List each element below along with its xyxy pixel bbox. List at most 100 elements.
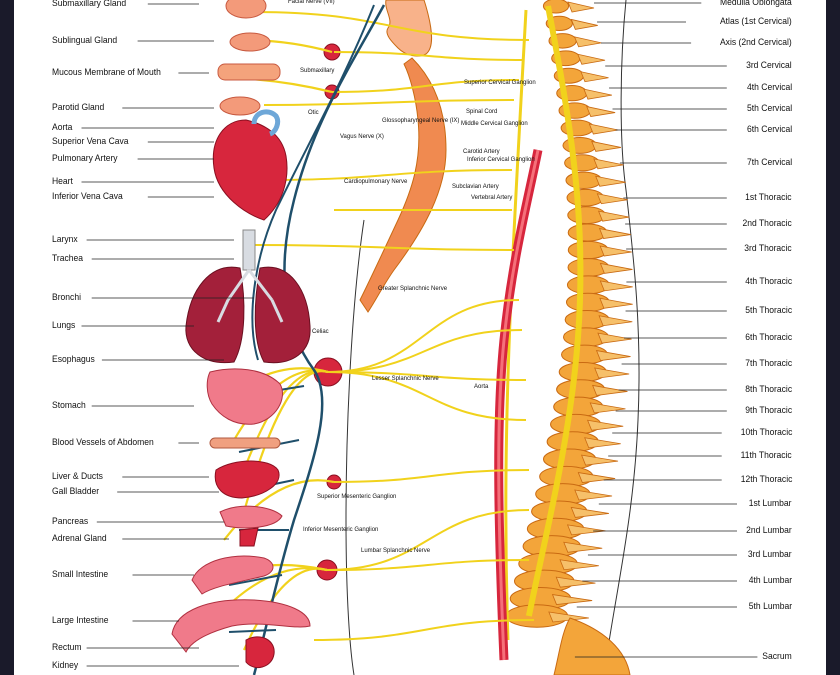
small-intestine-illustration: [191, 555, 274, 595]
small-label-otic: Otic: [308, 110, 319, 116]
small-label-cardiopulmonary-nerve: Cardiopulmonary Nerve: [344, 179, 408, 185]
vertebra-body: [565, 171, 603, 189]
vertebra-spinous-process: [597, 210, 630, 222]
large-intestine-illustration: [171, 599, 311, 653]
small-label-superior-mesenteric-ganglion: Superior Mesenteric Ganglion: [317, 494, 397, 500]
label-t3: 3rd Thoracic: [744, 243, 792, 254]
bronchi-illustration: [216, 269, 284, 323]
label-l1: 1st Lumbar: [749, 498, 792, 509]
label-submaxillary-gland: Submaxillary Gland: [52, 0, 127, 9]
front-outline: [345, 219, 365, 675]
label-larynx: Larynx: [52, 234, 78, 245]
vertebra-spinous-process: [592, 384, 628, 396]
nerve-fiber: [327, 371, 527, 421]
vertebra-spinous-process: [574, 489, 613, 501]
vertebra-spinous-process: [599, 262, 633, 274]
nerve-fiber: [326, 509, 530, 571]
vertebra-spinous-process: [584, 437, 621, 449]
vertebra-spinous-process: [595, 175, 626, 187]
label-t11: 11th Thoracic: [740, 450, 792, 461]
label-t7: 7th Thoracic: [745, 358, 792, 369]
aorta-highlight: [497, 149, 540, 661]
label-large-intestine: Large Intestine: [52, 615, 109, 626]
label-t6: 6th Thoracic: [745, 332, 792, 343]
vertebra-spinous-process: [596, 193, 628, 205]
vertebra-spinous-process: [570, 18, 598, 30]
label-sacrum: Sacrum: [762, 651, 792, 662]
trachea-illustration: [242, 229, 256, 271]
vertebra-spinous-process: [583, 88, 612, 100]
label-t4: 4th Thoracic: [745, 276, 792, 287]
esophagus-pharynx-illustration: [359, 57, 447, 313]
liver-illustration: [214, 460, 280, 499]
label-kidney: Kidney: [52, 660, 79, 671]
vagus-nerve-path: [252, 4, 386, 675]
label-aorta: Aorta: [52, 122, 73, 133]
face-illustration: [385, 0, 432, 57]
vertebra-body: [564, 154, 600, 172]
mouth-membrane-illustration: [217, 63, 281, 81]
label-l5: 5th Lumbar: [748, 601, 792, 612]
label-bronchi: Bronchi: [52, 292, 81, 303]
vessel-branch: [228, 574, 283, 586]
label-liver-and-ducts: Liver & Ducts: [52, 471, 103, 482]
label-sublingual-gland: Sublingual Gland: [52, 35, 118, 46]
abdominal-vessel-illustration: [209, 437, 281, 449]
vertebra-spinous-process: [593, 158, 624, 170]
nerve-fiber: [327, 299, 520, 373]
label-t12: 12th Thoracic: [740, 474, 792, 485]
small-label-vertebral-artery: Vertebral Artery: [471, 195, 513, 201]
vertebra-spinous-process: [595, 350, 631, 362]
vertebra-spinous-process: [599, 297, 633, 309]
label-medulla-oblongata: Medulla Oblongata: [720, 0, 792, 8]
label-c3: 3rd Cervical: [746, 60, 792, 71]
right-lung-illustration: [254, 266, 311, 364]
label-blood-vessels-of-abdomen: Blood Vessels of Abdomen: [52, 437, 154, 448]
stomach-illustration: [206, 368, 283, 425]
small-label-inferior-cervical-ganglion: Inferior Cervical Ganglion: [467, 157, 535, 163]
label-superior-vena-cava: Superior Vena Cava: [52, 136, 129, 147]
small-label-carotid-artery: Carotid Artery: [463, 149, 500, 155]
label-inferior-vena-cava: Inferior Vena Cava: [52, 191, 123, 202]
label-parotid-gland: Parotid Gland: [52, 102, 105, 113]
label-axis: Axis (2nd Cervical): [720, 37, 792, 48]
label-trachea: Trachea: [52, 253, 84, 264]
submaxillary-gland-illustration: [225, 0, 267, 19]
label-atlas: Atlas (1st Cervical): [720, 16, 792, 27]
nerve-fiber: [253, 11, 530, 41]
vertebra-spinous-process: [591, 140, 622, 152]
adrenal-gland-illustration: [239, 527, 259, 547]
back-outline: [603, 0, 640, 675]
vertebra-spinous-process: [589, 402, 626, 414]
vertebra-spinous-process: [555, 576, 596, 588]
small-label-vagus-nerve: Vagus Nerve (X): [340, 134, 384, 140]
diagram-artwork: [81, 0, 758, 675]
vertebra-spinous-process: [586, 106, 616, 118]
vertebra-spinous-process: [577, 472, 616, 484]
vertebra-spinous-process: [573, 36, 602, 48]
label-stomach: Stomach: [52, 400, 86, 411]
kidney-illustration: [245, 636, 275, 669]
small-label-inferior-mesenteric-ganglion: Inferior Mesenteric Ganglion: [303, 527, 379, 533]
label-t8: 8th Thoracic: [745, 384, 792, 395]
label-mucous-membrane-of-mouth: Mucous Membrane of Mouth: [52, 67, 161, 78]
vertebra-spinous-process: [563, 541, 603, 553]
vertebra-spinous-process: [551, 594, 593, 606]
heart-vessels-illustration: [251, 109, 281, 137]
vertebra-spinous-process: [594, 367, 630, 379]
label-c4: 4th Cervical: [746, 82, 792, 93]
label-gall-bladder: Gall Bladder: [52, 486, 100, 497]
vertebra-spinous-process: [577, 53, 606, 65]
label-lungs: Lungs: [52, 320, 76, 331]
vertebra-spinous-process: [580, 71, 609, 83]
vertebra-spinous-process: [599, 280, 633, 292]
small-label-glossopharyngeal-nerve: Glossopharyngeal Nerve (IX): [382, 118, 460, 124]
label-c7: 7th Cervical: [746, 157, 792, 168]
small-label-facial-nerve: Facial Nerve (VII): [288, 0, 335, 5]
vertebra-spinous-process: [599, 245, 632, 257]
vertebra-spinous-process: [586, 419, 624, 431]
small-label-lumbar-splanchnic-nerve: Lumbar Splanchnic Nerve: [361, 548, 431, 554]
label-adrenal-gland: Adrenal Gland: [52, 533, 107, 544]
label-c6: 6th Cervical: [746, 124, 792, 135]
